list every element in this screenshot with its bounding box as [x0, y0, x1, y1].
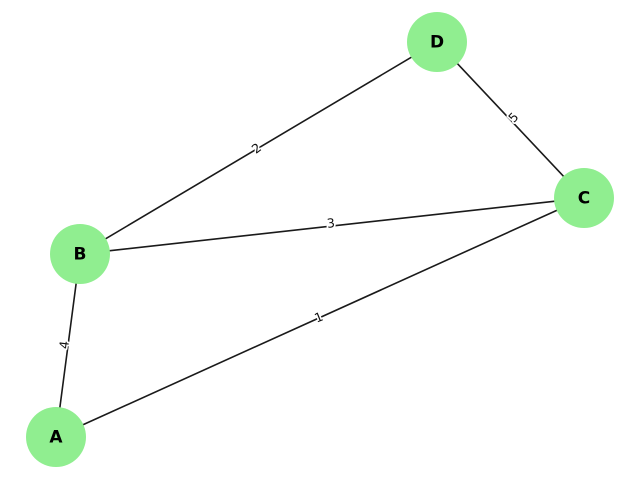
graph-node-a[interactable]: A	[26, 407, 86, 467]
nodes-layer: A B C D	[26, 12, 614, 467]
graph-node-d[interactable]: D	[407, 12, 467, 72]
edge-weight-halo: 3	[326, 215, 335, 231]
node-circle-d[interactable]	[407, 12, 467, 72]
node-label-d: D	[430, 33, 444, 53]
edge-weight-value: 4	[56, 340, 72, 350]
edge-weight-label-a-b: 44	[54, 338, 73, 351]
node-label-c: C	[578, 189, 590, 209]
edges-layer	[58, 56, 565, 426]
graph-edge-b-d	[104, 56, 413, 240]
graph-edge-b-c	[108, 200, 556, 252]
graph-edge-a-b	[58, 281, 78, 410]
graph-edge-d-c	[456, 62, 565, 178]
node-circle-a[interactable]	[26, 407, 86, 467]
node-label-a: A	[49, 428, 63, 448]
node-circle-b[interactable]	[50, 224, 110, 284]
edge-weight-label-b-c: 33	[325, 214, 338, 233]
graph-node-b[interactable]: B	[50, 224, 110, 284]
edge-weight-value: 3	[326, 215, 335, 231]
graph-node-c[interactable]: C	[554, 168, 614, 228]
graph-edge-a-c	[81, 209, 559, 426]
node-circle-c[interactable]	[554, 168, 614, 228]
edge-weight-halo: 4	[56, 340, 72, 350]
node-label-b: B	[74, 245, 87, 265]
